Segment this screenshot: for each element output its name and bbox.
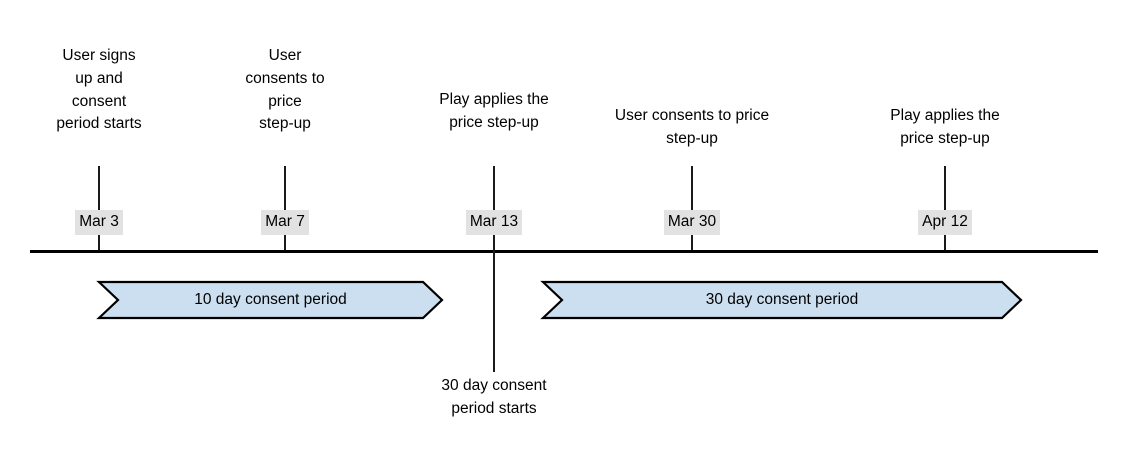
date-chip-mar-3: Mar 3 <box>75 210 123 236</box>
event-caption-mar-30: User consents to price step-up <box>614 107 770 147</box>
event-tick-mar-7 <box>284 166 286 250</box>
event-tick-mar-30 <box>691 166 693 250</box>
date-chip-mar-30: Mar 30 <box>663 210 721 236</box>
event-caption-apr-12: Play applies the price step-up <box>890 107 1000 147</box>
below-axis-tick-thirty-day-consent-period-starts <box>493 250 495 372</box>
consent-period-banner-thirty-day-consent-period: 30 day consent period <box>542 281 1022 319</box>
date-chip-mar-7: Mar 7 <box>261 210 309 236</box>
date-chip-mar-13: Mar 13 <box>465 210 523 236</box>
date-chip-apr-12: Apr 12 <box>918 210 972 236</box>
consent-period-banner-ten-day-consent-period: 10 day consent period <box>98 281 443 319</box>
banner-chevron-shape <box>542 281 1022 319</box>
event-tick-mar-3 <box>98 166 100 250</box>
main-timeline-axis <box>30 250 1098 253</box>
event-tick-mar-13 <box>493 166 495 250</box>
event-tick-apr-12 <box>944 166 946 250</box>
event-caption-mar-13: Play applies the price step-up <box>439 91 549 131</box>
event-caption-mar-3: User signs up and consent period starts <box>56 47 142 133</box>
banner-chevron-shape <box>98 281 443 319</box>
below-axis-note-thirty-day-consent-period-starts: 30 day consent period starts <box>441 377 547 417</box>
event-caption-mar-7: User consents to price step-up <box>245 47 325 133</box>
